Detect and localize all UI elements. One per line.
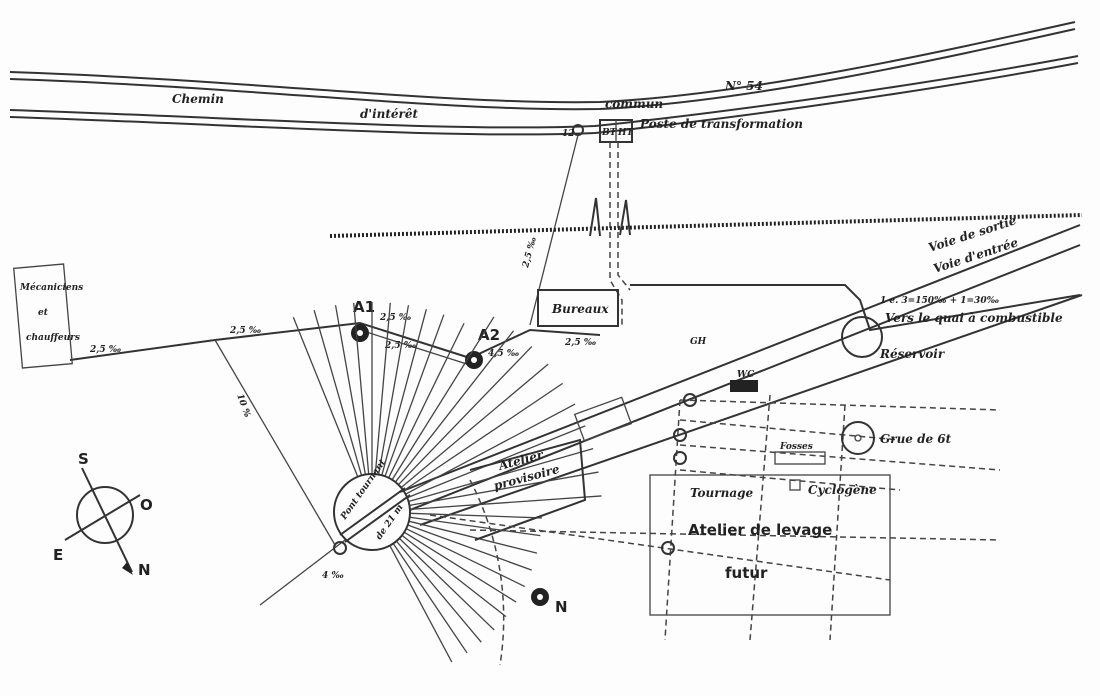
road: Chemin d'intérêt commun N° 54 <box>9 21 1079 136</box>
lamp-icon <box>333 541 347 555</box>
slope-label: 2,5 ‰ <box>229 326 262 336</box>
radial-track <box>377 305 410 475</box>
road-label-1: Chemin <box>172 92 224 106</box>
radial-track <box>409 495 602 510</box>
radial-track <box>398 537 495 631</box>
fuel-slope-label: 1 e. 3=150‰ + 1=30‰ <box>880 296 1000 306</box>
slope-label: 2,5 ‰ <box>384 341 417 351</box>
compass-n: N <box>138 561 151 579</box>
radial-track <box>392 543 468 654</box>
ht-label: HT <box>617 128 635 138</box>
slope-label: 2,5 ‰ <box>521 235 539 269</box>
fuel-quay-label: Vers le quai à combustible <box>885 311 1063 325</box>
compass-rose: S O E N <box>53 450 153 579</box>
radial-track <box>391 316 495 481</box>
crane <box>841 421 875 455</box>
crew-building: Mécaniciens et chauffeurs <box>13 263 83 369</box>
pits-label: Fosses <box>779 442 813 452</box>
slope-label: 2,5 ‰ <box>564 338 597 348</box>
substation: BT HT Poste de transformation 12 <box>529 117 803 326</box>
crew-label-3: chauffeurs <box>26 333 80 343</box>
slope-label: 4,5 ‰ <box>488 349 520 359</box>
north-arrow-icon <box>122 562 133 575</box>
fence <box>329 197 1083 238</box>
compass-s: S <box>78 450 89 468</box>
mast-gh-label: GH <box>690 337 707 347</box>
radial-track <box>409 471 599 507</box>
radial-track <box>408 520 538 554</box>
radial-track <box>397 346 533 486</box>
mast-a2-label: A2 <box>478 326 500 344</box>
road-label-3: commun <box>605 97 663 111</box>
wc-label: WC <box>737 370 755 380</box>
radial-track <box>334 305 367 475</box>
slope-label: 2,5 ‰ <box>89 345 122 355</box>
radial-track <box>389 545 453 663</box>
mast-n-label: N <box>555 598 568 616</box>
road-number: N° 54 <box>724 79 763 93</box>
cyclogene-label: Cyclogène <box>808 483 877 497</box>
radial-track <box>406 425 586 499</box>
slope-label: 10 % <box>234 393 252 420</box>
radial-track <box>384 314 445 477</box>
radial-track <box>407 524 532 571</box>
slope-label: 2,5 ‰ <box>379 313 412 323</box>
radial-track <box>374 302 391 475</box>
radial-track <box>353 302 370 475</box>
radial-track <box>405 528 526 588</box>
reservoir-label: Réservoir <box>879 347 946 361</box>
reservoir: Réservoir <box>841 316 946 361</box>
road-label-2: d'intérêt <box>360 107 418 121</box>
radial-track <box>405 403 576 495</box>
turntable-area: Pont tournant de 21 m Atelier provisoire… <box>259 302 602 666</box>
radial-track <box>395 540 482 643</box>
radial-track <box>408 447 594 503</box>
turning-label: Tournage <box>690 486 753 500</box>
mast-a1-label: A1 <box>353 298 375 316</box>
radial-track <box>394 330 515 483</box>
power-line: A1 A2 2,5 ‰ 2,5 ‰ 2,5 ‰ 2,5 ‰ 2,5 ‰ 4,5 … <box>69 235 601 581</box>
node-12: 12 <box>562 129 575 139</box>
offices-label: Bureaux <box>551 302 609 316</box>
substation-label: Poste de transformation <box>639 117 803 131</box>
compass-o: O <box>140 496 153 514</box>
offices-building: Bureaux <box>537 289 619 327</box>
radial-track <box>409 516 541 537</box>
radial-track <box>313 309 363 476</box>
workshop-area: WC Grue de 6t Fosses Cyclogène Tournage … <box>429 337 1001 641</box>
crew-label-1: Mécaniciens <box>19 282 83 293</box>
radial-track <box>381 308 427 476</box>
radial-track <box>401 534 507 618</box>
compass-e: E <box>53 546 63 564</box>
radial-track <box>403 531 517 603</box>
radial-track <box>388 322 465 479</box>
crew-label-2: et <box>38 308 49 318</box>
crane-label: Grue de 6t <box>880 432 952 446</box>
radial-track <box>409 512 542 519</box>
radial-track <box>292 317 359 478</box>
slope-label: 4 ‰ <box>322 571 344 581</box>
future-shop-label-2: futur <box>725 564 768 582</box>
wc-building <box>730 380 758 392</box>
future-shop-label-1: Atelier de levage <box>688 521 832 539</box>
turntable <box>333 473 411 551</box>
bt-label: BT <box>601 128 618 138</box>
radial-track <box>400 363 549 489</box>
radial-track <box>403 382 564 492</box>
